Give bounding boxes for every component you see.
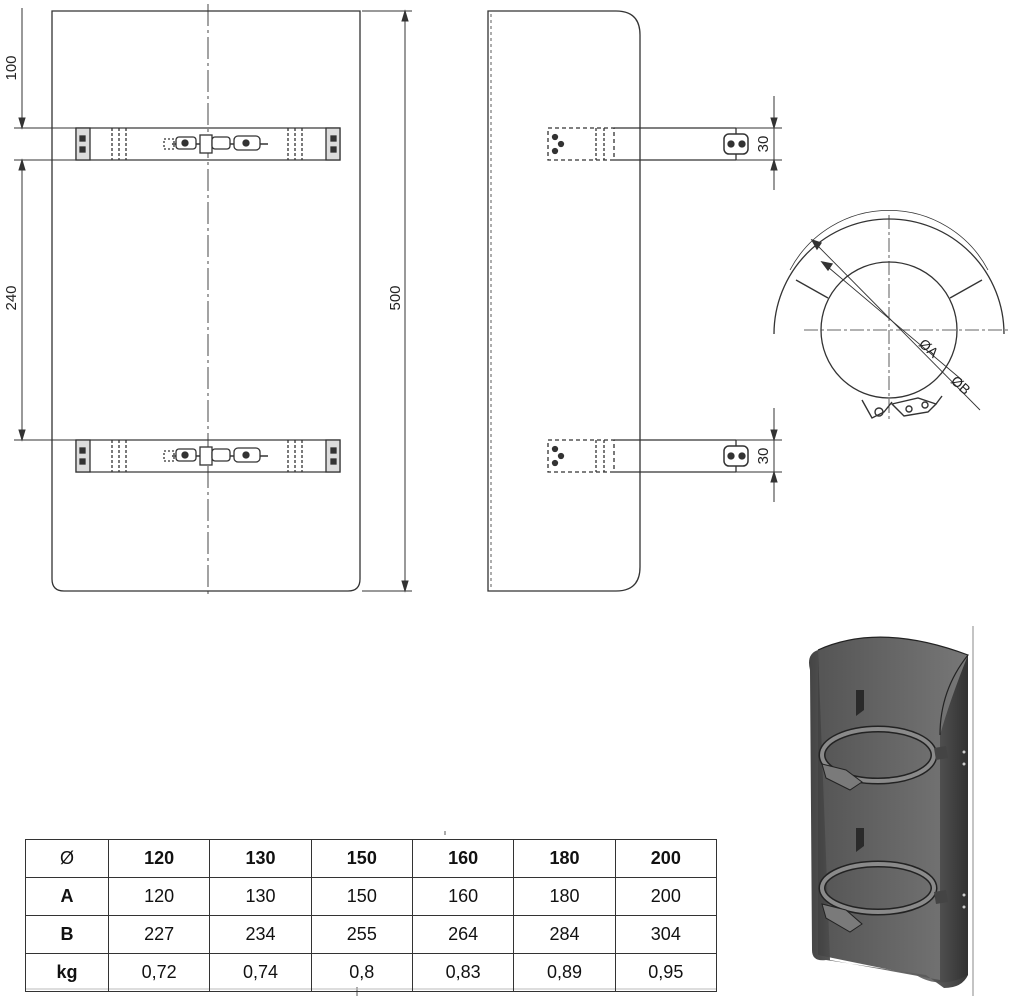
table-cell: 0,89 [513, 953, 616, 992]
side-view [487, 10, 782, 592]
lower-clamp-band [75, 439, 341, 473]
row-label: B [25, 915, 109, 954]
table-cell: 120 [107, 877, 211, 916]
table-header-cell: 120 [107, 839, 211, 878]
dimension-clamp-spacing: 240 [3, 285, 20, 310]
table-cell: 0,95 [614, 953, 718, 992]
table-cell: 284 [513, 915, 616, 954]
front-view [14, 4, 412, 598]
table-cell: 264 [411, 915, 515, 954]
dimension-band-width-lower: 30 [755, 448, 772, 465]
side-upper-clamp [547, 127, 749, 161]
dimension-top-offset: 100 [3, 55, 20, 80]
row-label: A [25, 877, 109, 916]
table-header-cell: 150 [310, 839, 413, 878]
side-lower-clamp [547, 439, 749, 473]
table-row: B 227 234 255 264 284 304 [25, 915, 718, 954]
shield-front-surface [809, 650, 968, 988]
band-width-dimensions [736, 96, 782, 502]
table-cell: 150 [310, 877, 413, 916]
table-header-cell: 160 [411, 839, 515, 878]
table-row: A 120 130 150 160 180 200 [25, 877, 718, 916]
table-cell: 200 [614, 877, 718, 916]
table-cell: 130 [209, 877, 312, 916]
dimension-total-height: 500 [387, 285, 404, 310]
table-cell: 160 [411, 877, 515, 916]
label-diameter-a: ØA [916, 335, 942, 361]
total-height-dimension [362, 9, 412, 593]
row-label: kg [25, 953, 109, 992]
table-header-cell: 130 [209, 839, 312, 878]
circle-clamp-lock [861, 395, 943, 419]
table-header-cell: 200 [614, 839, 718, 878]
lower-3d-clamp [818, 828, 948, 933]
table-cell: 0,72 [107, 953, 211, 992]
front-plate-outline [51, 10, 361, 592]
table-cell: 234 [209, 915, 312, 954]
table-cell: 304 [614, 915, 718, 954]
table-header-row: Ø 120 130 150 160 180 200 [25, 839, 718, 878]
top-view [773, 209, 1010, 420]
size-specification-table: Ø 120 130 150 160 180 200 A 120 130 150 … [25, 839, 718, 992]
table-header-cell: Ø [25, 839, 109, 878]
table-cell: 227 [107, 915, 211, 954]
upper-clamp-band [75, 127, 341, 161]
table-cell: 255 [310, 915, 413, 954]
table-header-cell: 180 [513, 839, 616, 878]
side-plate-outline [487, 10, 641, 592]
label-diameter-b: ØB [948, 372, 974, 397]
left-dimension-chain [14, 8, 76, 442]
table-cell: 0,83 [411, 953, 515, 992]
table-cell: 0,8 [310, 953, 413, 992]
table-cell: 0,74 [209, 953, 312, 992]
dimension-band-width-upper: 30 [755, 136, 772, 153]
product-3d-render [809, 626, 974, 996]
upper-3d-clamp [818, 690, 948, 791]
table-cell: 180 [513, 877, 616, 916]
table-row: kg 0,72 0,74 0,8 0,83 0,89 0,95 [25, 953, 718, 992]
